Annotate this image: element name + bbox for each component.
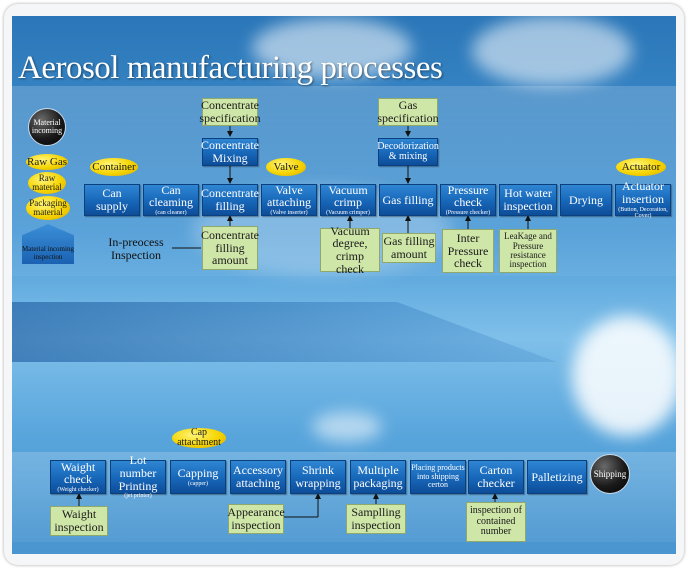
box-sub: (capper)	[188, 480, 208, 487]
raw-gas-tag: Raw Gas	[26, 154, 68, 170]
raw-material-tag: Raw material	[28, 172, 66, 194]
box-label: Decodorization & mixing	[377, 140, 439, 162]
container-tag: Container	[90, 158, 138, 176]
sampling-inspection-check: Samplling inspection	[346, 504, 406, 534]
process-weight-check: Waight check(Weight checker)	[50, 460, 106, 494]
box-label: Vacuum crimp	[328, 182, 368, 210]
process-actuator-insertion: Actuator insertion(Button, Decoration, C…	[615, 180, 671, 219]
process-palletizing: Palletizing	[527, 460, 587, 494]
box-label: Valve attaching	[267, 182, 311, 210]
concentrate-mixing-box: Concentrate Mixing	[201, 138, 259, 166]
process-carton-checker: Carton checker	[468, 460, 524, 494]
box-label: Carton checker	[477, 463, 515, 490]
process-valve-attaching: Valve attaching(Valve inserter)	[261, 182, 317, 216]
process-drying: Drying	[560, 184, 612, 216]
process-gas-filling: Gas filling	[379, 184, 437, 216]
leakage-inspection-check: LeaKage and Pressure resistance inspecti…	[499, 229, 557, 273]
decodorization-mixing-box: Decodorization & mixing	[377, 138, 439, 166]
appearance-inspection-check: Appearance inspection	[227, 504, 285, 534]
process-shrink-wrapping: Shrink wrapping	[290, 460, 346, 494]
inprocess-inspection-label: In-preocess Inspection	[108, 235, 164, 262]
process-can-cleaning: Can cleaming(can cleaner)	[143, 182, 199, 216]
process-placing-products: Placing products into shipping certon	[410, 460, 466, 494]
box-label: Waight check	[60, 459, 96, 487]
process-multiple-packaging: Multiple packaging	[350, 460, 406, 494]
contained-number-check: inspection of contained number	[466, 502, 526, 542]
box-label: Actuator insertion	[622, 179, 664, 206]
process-lot-number-printing: Lot number Printing(jet printer)	[110, 454, 166, 499]
cloud	[472, 16, 632, 86]
cloud	[252, 18, 412, 78]
valve-tag: Valve	[266, 158, 306, 176]
box-label: Hot water inspection	[503, 186, 553, 213]
box-label: Capping	[177, 465, 219, 480]
inter-pressure-check: Inter Pressure check	[442, 229, 494, 273]
box-label: Accessory attaching	[233, 463, 283, 490]
box-label: Pressure check	[447, 182, 489, 210]
process-capping: Capping(capper)	[170, 460, 226, 494]
process-vacuum-crimp: Vacuum crimp(Vacuum crimper)	[320, 182, 376, 216]
box-label: Concentrate filling	[201, 186, 259, 213]
box-label: Can cleaming	[149, 182, 193, 210]
box-label: Palletizing	[531, 469, 583, 484]
box-label: Can supply	[95, 186, 128, 213]
diagram-frame: Aerosol manufacturing processes	[4, 4, 684, 565]
actuator-tag: Actuator	[616, 158, 666, 176]
cloud	[312, 412, 382, 442]
packaging-material-tag: Packaging material	[26, 196, 70, 220]
gas-specification-box: Gas specification	[377, 98, 439, 126]
process-hot-water-inspection: Hot water inspection	[499, 184, 557, 216]
box-sub: (Valve inserter)	[270, 209, 308, 216]
vacuum-degree-check: Vacuum degree, crimp check	[320, 225, 380, 275]
box-sub: (Weight checker)	[57, 486, 99, 493]
box-label: Concentrate Mixing	[201, 138, 259, 165]
page-title: Aerosol manufacturing processes	[18, 50, 443, 86]
process-accessory-attaching: Accessory attaching	[230, 460, 286, 494]
cloud	[572, 316, 676, 436]
process-can-supply: Can supply	[84, 184, 140, 216]
box-sub: (can cleaner)	[155, 209, 187, 216]
box-label: Multiple packaging	[353, 463, 403, 490]
connector-lines	[76, 125, 531, 518]
box-label: Lot number Printing	[118, 453, 158, 493]
process-pressure-check: Pressure check(Pressure checker)	[440, 182, 496, 216]
weight-inspection-check: Waight inspection	[50, 506, 108, 536]
cap-attachment-tag: Cap attachment	[172, 428, 226, 448]
shipping-sphere: Shipping	[590, 454, 630, 494]
box-label: Placing products into shipping certon	[411, 463, 465, 490]
gas-filling-amount-check: Gas filling amount	[382, 233, 436, 263]
box-sub: (jet printer)	[124, 493, 152, 500]
material-incoming-sphere: Material incoming	[28, 108, 66, 146]
box-label: Gas filling	[382, 192, 434, 207]
diagram-panel: Aerosol manufacturing processes	[12, 16, 676, 554]
box-sub: (Pressure checker)	[445, 209, 491, 216]
box-sub: (Vacuum crimper)	[326, 209, 370, 216]
concentrate-filling-amount-check: Concentrate filling amount	[201, 226, 259, 270]
box-sub: (Button, Decoration, Cover)	[618, 206, 668, 220]
box-label: Drying	[569, 192, 603, 207]
box-label: Shrink wrapping	[295, 463, 341, 490]
concentrate-specification-box: Concentrate specification	[199, 98, 261, 126]
process-concentrate-filling: Concentrate filling	[201, 184, 259, 216]
